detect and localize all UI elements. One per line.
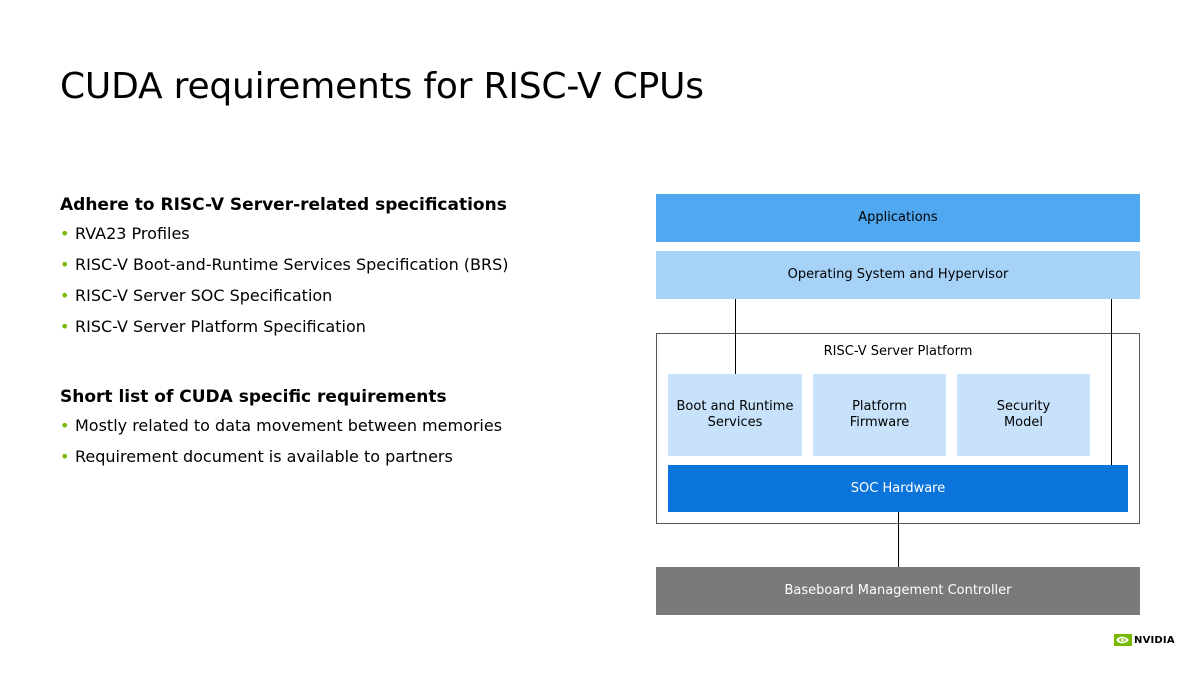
list-item: •RISC-V Boot-and-Runtime Services Specif… [60,255,509,274]
platform-firmware-box: Platform Firmware [813,374,946,456]
nvidia-eye-icon [1114,634,1132,646]
os-hypervisor-label: Operating System and Hypervisor [787,267,1009,282]
platform-firmware-label-line1: Platform [852,399,907,414]
bullet-icon: • [60,224,70,243]
security-model-box: Security Model [957,374,1090,456]
soc-hardware-label: SOC Hardware [850,480,946,496]
soc-hardware-box: SOC Hardware [668,465,1128,512]
os-hypervisor-box: Operating System and Hypervisor [656,251,1140,299]
slide-title: CUDA requirements for RISC-V CPUs [60,66,704,107]
bullet-icon: • [60,255,70,274]
list-item: •RISC-V Server Platform Specification [60,317,366,336]
connector-os-to-boot [735,299,736,374]
cuda-requirements-list: •Mostly related to data movement between… [60,415,620,468]
list-item: •Mostly related to data movement between… [60,416,503,435]
platform-firmware-label-line2: Firmware [849,415,910,430]
bmc-label: Baseboard Management Controller [784,583,1012,598]
boot-runtime-services-label-line2: Services [707,415,763,430]
list-item: •Requirement document is available to pa… [60,447,453,466]
list-item: •RISC-V Server SOC Specification [60,286,333,305]
specifications-list: •RVA23 Profiles •RISC-V Boot-and-Runtime… [60,223,620,338]
security-model-label-line1: Security [996,399,1051,414]
nvidia-logo: NVIDIA [1114,634,1175,646]
platform-label: RISC-V Server Platform [823,344,973,359]
security-model-label-line2: Model [1003,415,1044,430]
cuda-requirements-section: Short list of CUDA specific requirements… [60,385,620,477]
applications-box: Applications [656,194,1140,242]
connector-soc-to-bmc [898,512,899,567]
bullet-icon: • [60,286,70,305]
specifications-heading: Adhere to RISC-V Server-related specific… [60,195,507,215]
bullet-icon: • [60,317,70,336]
list-item: •RVA23 Profiles [60,224,190,243]
nvidia-logo-text: NVIDIA [1134,634,1175,646]
bullet-icon: • [60,447,70,466]
applications-label: Applications [858,210,938,225]
bullet-icon: • [60,416,70,435]
cuda-requirements-heading: Short list of CUDA specific requirements [60,387,447,407]
connector-os-to-soc [1111,299,1112,465]
bmc-box: Baseboard Management Controller [656,567,1140,615]
specifications-section: Adhere to RISC-V Server-related specific… [60,193,620,347]
boot-runtime-services-label-line1: Boot and Runtime [676,399,794,414]
boot-runtime-services-box: Boot and Runtime Services [668,374,802,456]
